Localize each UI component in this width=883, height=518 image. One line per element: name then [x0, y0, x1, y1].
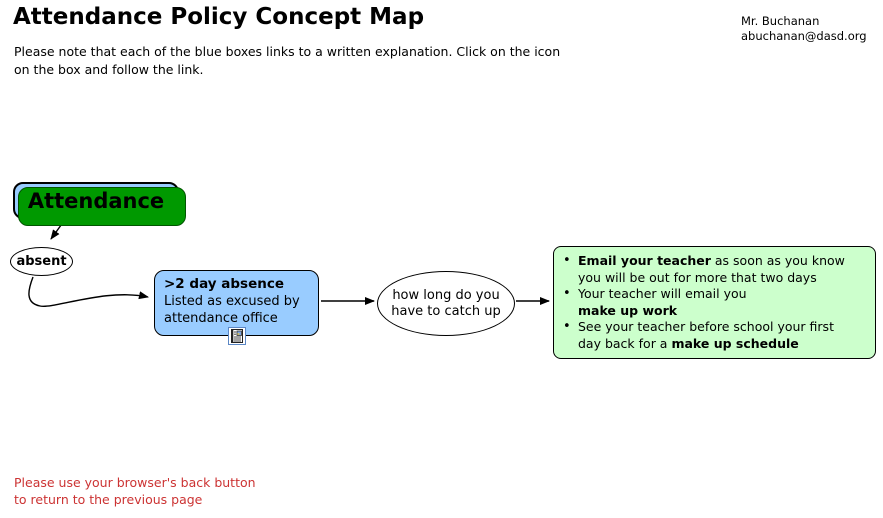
footer-line: to return to the previous page	[14, 492, 203, 507]
bluebox-line: Listed as excused by	[164, 294, 300, 309]
author-info: Mr. Buchanan abuchanan@dasd.org	[741, 14, 867, 44]
bullet-marker: •	[563, 286, 571, 301]
arrow-absent-to-bluebox	[28, 276, 149, 307]
footer-note: Please use your browser's back button to…	[14, 474, 256, 508]
catchup-line: have to catch up	[391, 303, 501, 319]
attendance-label: Attendance	[27, 188, 165, 213]
author-name: Mr. Buchanan	[741, 14, 820, 28]
footer-line: Please use your browser's back button	[14, 475, 256, 490]
node-attendance: Attendance	[13, 182, 186, 226]
author-email: abuchanan@dasd.org	[741, 29, 867, 43]
bluebox-line: attendance office	[164, 311, 278, 326]
subtitle-line: Please note that each of the blue boxes …	[14, 44, 561, 59]
page-title: Attendance Policy Concept Map	[13, 4, 425, 30]
bullet-marker: •	[563, 319, 571, 334]
catchup-line: how long do you	[392, 287, 500, 303]
subtitle-line: on the box and follow the link.	[14, 62, 204, 77]
document-link-icon[interactable]	[228, 327, 246, 345]
bullet-text: See your teacher before school your firs…	[578, 319, 834, 351]
bullet-marker: •	[563, 253, 571, 268]
absent-label: absent	[16, 254, 67, 269]
makeup-bullet-list: • Email your teacher as soon as you know…	[563, 253, 871, 352]
node-catch-up: how long do you have to catch up	[377, 271, 515, 336]
subtitle: Please note that each of the blue boxes …	[14, 43, 560, 79]
list-item: • Email your teacher as soon as you know…	[563, 253, 871, 286]
list-item: • See your teacher before school your fi…	[563, 319, 871, 352]
node-makeup-info: • Email your teacher as soon as you know…	[553, 246, 876, 359]
bluebox-title: >2 day absence	[164, 276, 284, 292]
node-absent: absent	[10, 247, 73, 276]
node-2day-absence[interactable]: >2 day absence Listed as excused by atte…	[154, 270, 319, 345]
